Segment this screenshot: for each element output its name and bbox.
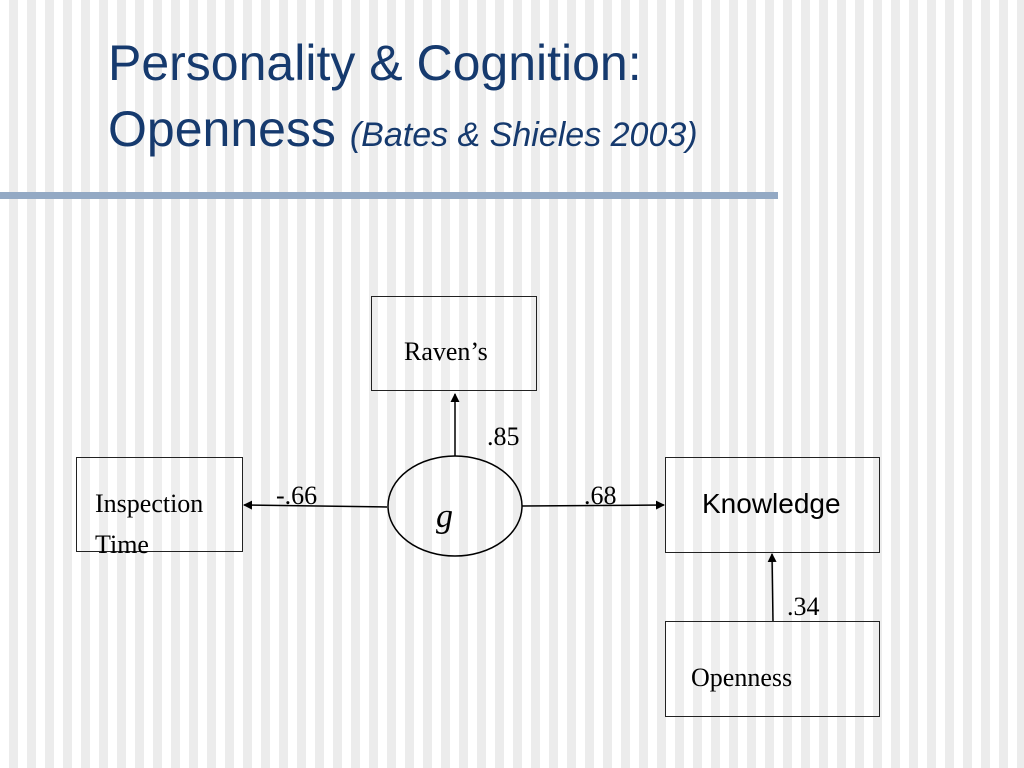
title-divider: [0, 192, 778, 199]
knowledge-box: [665, 457, 880, 553]
inspection-time-box: [76, 457, 243, 552]
openness-box: [665, 621, 880, 717]
ravens-box: [371, 296, 537, 391]
inspection-label-line-1: Inspection: [95, 489, 204, 518]
slide-title: Personality & Cognition: Openness (Bates…: [108, 30, 698, 168]
title-citation: (Bates & Shieles 2003): [349, 116, 698, 154]
title-line-2: Openness: [108, 101, 336, 157]
coef-g-knowledge: .68: [584, 481, 617, 510]
coef-g-inspection-time: -.66: [276, 481, 318, 510]
openness-label: Openness: [691, 663, 793, 692]
latent-g-label: g: [436, 498, 453, 535]
arrow-openness-to-knowledge: [767, 553, 777, 623]
arrow-g-to-knowledge: [521, 500, 665, 510]
latent-g-ellipse: [387, 455, 523, 557]
coef-openness-knowledge: .34: [787, 592, 820, 621]
ravens-label: Raven’s: [404, 337, 488, 366]
coef-g-ravens: .85: [487, 422, 520, 451]
title-line-1: Personality & Cognition:: [108, 35, 642, 91]
inspection-time-label: Inspection Time: [95, 483, 203, 565]
knowledge-label: Knowledge: [702, 488, 841, 519]
arrow-g-to-inspection-time: [243, 500, 388, 510]
inspection-label-line-2: Time: [95, 530, 149, 559]
